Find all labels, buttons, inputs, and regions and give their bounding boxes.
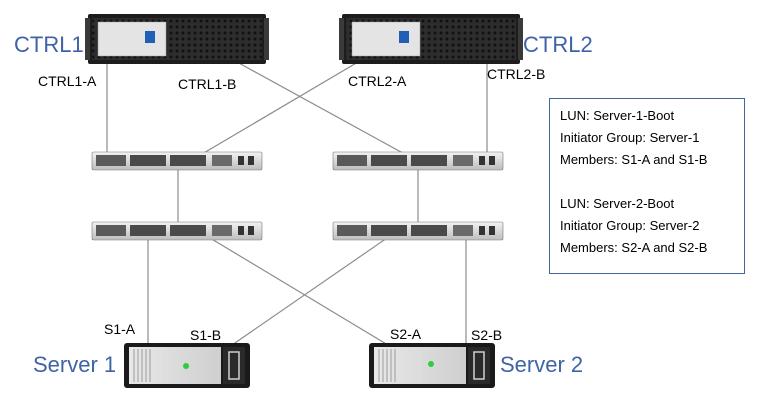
port-label-ctrl1-a: CTRL1-A [38,73,97,89]
port-label-ctrl2-b: CTRL2-B [487,66,546,82]
server-2-label: Server 2 [500,352,584,377]
switch-a2-icon [91,221,263,241]
lun-1-members: Members: S1-A and S1-B [560,152,708,167]
server-2-icon [369,343,495,388]
ctrl2-label: CTRL2 [523,32,593,57]
switch-b1-icon [332,151,504,171]
storage-controller-1-icon [85,14,269,64]
lun-info-box: LUN: Server-1-Boot Initiator Group: Serv… [549,98,745,274]
link-ctrl2a-switch-a1 [196,61,359,158]
port-label-s2-a: S2-A [390,326,422,342]
switch-b2-icon [332,221,504,241]
lun-1-initiator-group: Initiator Group: Server-1 [560,130,700,145]
lun-1-name: LUN: Server-1-Boot [560,108,675,123]
lun-2-members: Members: S2-A and S2-B [560,240,708,255]
info-gap [560,171,734,193]
storage-controller-2-icon [339,14,523,64]
port-label-ctrl1-b: CTRL1-B [178,76,237,92]
port-label-s2-b: S2-B [471,327,503,343]
port-label-s1-a: S1-A [104,321,136,337]
server-1-icon [124,343,250,388]
lun-2-name: LUN: Server-2-Boot [560,196,675,211]
switch-a1-icon [91,151,263,171]
port-label-ctrl2-a: CTRL2-A [348,73,407,89]
ctrl1-label: CTRL1 [14,32,84,57]
link-ctrl1b-switch-b1 [236,61,411,158]
link-s1b [231,237,388,346]
lun-2-initiator-group: Initiator Group: Server-2 [560,218,700,233]
link-s2a [209,237,389,346]
server-1-label: Server 1 [33,352,117,377]
port-label-s1-b: S1-B [190,327,222,343]
